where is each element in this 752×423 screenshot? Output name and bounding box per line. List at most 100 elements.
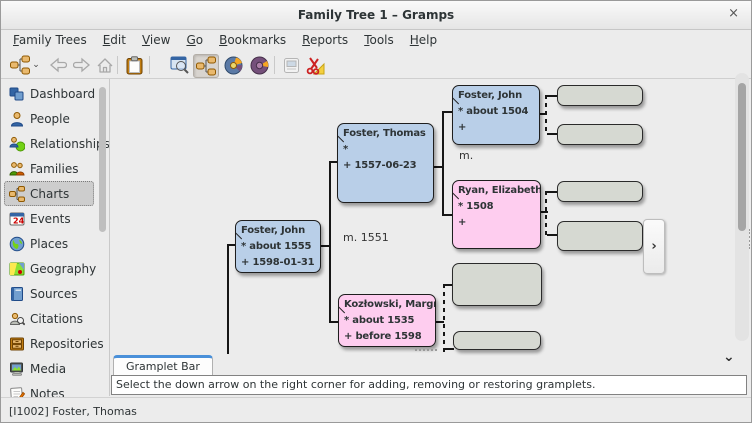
person-name: Foster, John — [458, 90, 522, 101]
sidebar-item-places[interactable]: Places — [4, 231, 94, 256]
connector-line — [329, 321, 339, 323]
sidebar-item-repositories[interactable]: Repositories — [4, 331, 104, 356]
connector-line — [436, 321, 444, 323]
empty-person-box[interactable] — [557, 181, 643, 202]
geography-icon — [9, 262, 25, 275]
chevron-down-icon: ⌄ — [32, 60, 40, 70]
gramplet-bar-tab[interactable]: Gramplet Bar — [113, 355, 213, 375]
forward-icon[interactable] — [71, 54, 93, 76]
empty-person-box[interactable] — [453, 331, 541, 350]
expand-right-button[interactable]: › — [643, 219, 665, 274]
pedigree-view-icon[interactable] — [193, 54, 219, 78]
marriage-label: m. 1551 — [343, 231, 389, 244]
menu-view[interactable]: View — [141, 33, 171, 47]
sidebar-item-label: Sources — [30, 286, 78, 301]
pedigree-report-icon[interactable] — [168, 54, 190, 76]
person-box-foster-thomas[interactable]: Foster, Thomas * + 1557-06-23 — [337, 123, 434, 203]
pedigree-dropdown-icon[interactable]: ⌄ — [7, 54, 43, 76]
connector-line — [442, 214, 453, 216]
connector-line — [445, 348, 454, 350]
connector-line-dashed — [443, 284, 445, 354]
person-birth: * 1508 — [458, 201, 494, 212]
descendant-fan-chart-icon[interactable] — [248, 54, 270, 76]
chevron-right-icon: › — [651, 239, 657, 254]
person-name: Foster, John — [241, 225, 305, 236]
connector-line — [547, 95, 557, 97]
person-name: Foster, Thomas — [343, 128, 426, 139]
menu-bookmarks[interactable]: Bookmarks — [219, 33, 287, 47]
close-icon[interactable]: × — [728, 6, 739, 21]
relationships-icon — [9, 136, 25, 151]
scrollbar-thumb[interactable] — [738, 83, 746, 231]
cut-icon[interactable] — [304, 54, 326, 76]
chart-vertical-scrollbar[interactable] — [735, 73, 749, 341]
connector-line — [540, 113, 547, 115]
empty-person-box[interactable] — [452, 263, 542, 306]
sidebar-item-geography[interactable]: Geography — [4, 256, 96, 281]
clipboard-icon[interactable] — [123, 54, 145, 76]
menu-bar: Family Trees Edit View Go Bookmarks Repo… — [1, 29, 751, 51]
active-person-status: [I1002] Foster, Thomas — [9, 404, 137, 418]
connector-line — [227, 244, 236, 246]
fan-chart-icon[interactable] — [222, 54, 244, 76]
menu-help[interactable]: Help — [409, 33, 438, 47]
svg-text:24: 24 — [13, 216, 25, 225]
toolbar — [1, 51, 751, 79]
sidebar-item-label: Charts — [30, 186, 70, 201]
empty-person-box[interactable] — [557, 85, 643, 106]
home-icon[interactable] — [94, 54, 116, 76]
person-birth: * about 1504 — [458, 106, 529, 117]
menu-go[interactable]: Go — [186, 33, 204, 47]
connector-line — [547, 234, 557, 236]
sidebar-item-families[interactable]: Families — [4, 156, 94, 181]
gramplet-tab-label: Gramplet Bar — [126, 360, 200, 373]
person-birth: * about 1555 — [241, 241, 312, 252]
menu-edit[interactable]: Edit — [102, 33, 126, 47]
sidebar-item-events[interactable]: 24 Events — [4, 206, 94, 231]
person-birth: * about 1535 — [344, 315, 415, 326]
sidebar-item-citations[interactable]: Citations — [4, 306, 94, 331]
person-death: + 1598-01-31 — [241, 257, 315, 268]
empty-person-box[interactable] — [557, 124, 643, 145]
gramplet-message: Select the down arrow on the right corne… — [111, 375, 747, 395]
back-icon[interactable] — [47, 54, 69, 76]
sidebar-item-label: Citations — [30, 311, 84, 326]
person-birth: * — [343, 144, 349, 155]
pane-divider — [109, 79, 110, 396]
families-icon — [9, 161, 25, 175]
empty-person-box[interactable] — [557, 221, 643, 251]
sidebar-item-relationships[interactable]: Relationships — [4, 131, 110, 156]
connector-line — [434, 166, 444, 168]
sidebar-item-dashboard[interactable]: Dashboard — [4, 81, 95, 106]
person-name: Ryan, Elizabeth — [458, 185, 541, 196]
toolbar-separator — [274, 56, 275, 74]
expander-dots — [415, 349, 437, 351]
title-bar[interactable]: Family Tree 1 – Gramps × — [1, 1, 751, 30]
person-death: + 1557-06-23 — [343, 160, 417, 171]
sources-icon — [11, 286, 23, 301]
sidebar-item-charts[interactable]: Charts — [4, 181, 94, 206]
sidebar-item-people[interactable]: People — [4, 106, 94, 131]
citations-icon — [9, 312, 25, 325]
status-bar: [I1002] Foster, Thomas — [1, 397, 751, 422]
menu-family-trees[interactable]: Family Trees — [13, 33, 87, 47]
person-death: + — [458, 122, 467, 133]
person-box-foster-john-1504[interactable]: Foster, John * about 1504 + — [452, 85, 540, 145]
sidebar-item-media[interactable]: Media — [4, 356, 94, 381]
person-box-foster-john-1555[interactable]: Foster, John * about 1555 + 1598-01-31 — [235, 220, 321, 273]
person-box-ryan-elizabeth[interactable]: Ryan, Elizabeth * 1508 + — [452, 180, 541, 249]
connector-line — [329, 161, 338, 163]
chevron-down-icon[interactable]: ⌄ — [723, 349, 735, 365]
print-icon[interactable] — [280, 54, 302, 76]
charts-icon — [9, 185, 25, 202]
menu-tools[interactable]: Tools — [364, 33, 394, 47]
person-box-kozlowski-margret[interactable]: Kozłowski, Margret * about 1535 + before… — [338, 294, 436, 347]
sidebar-item-label: Relationships — [30, 136, 110, 151]
sidebar-item-label: Media — [30, 361, 67, 376]
sidebar-scrollbar[interactable] — [99, 87, 106, 232]
sidebar-item-sources[interactable]: Sources — [4, 281, 94, 306]
menu-reports[interactable]: Reports — [302, 33, 349, 47]
person-death: + — [458, 217, 467, 228]
sidebar-item-label: Families — [30, 161, 79, 176]
